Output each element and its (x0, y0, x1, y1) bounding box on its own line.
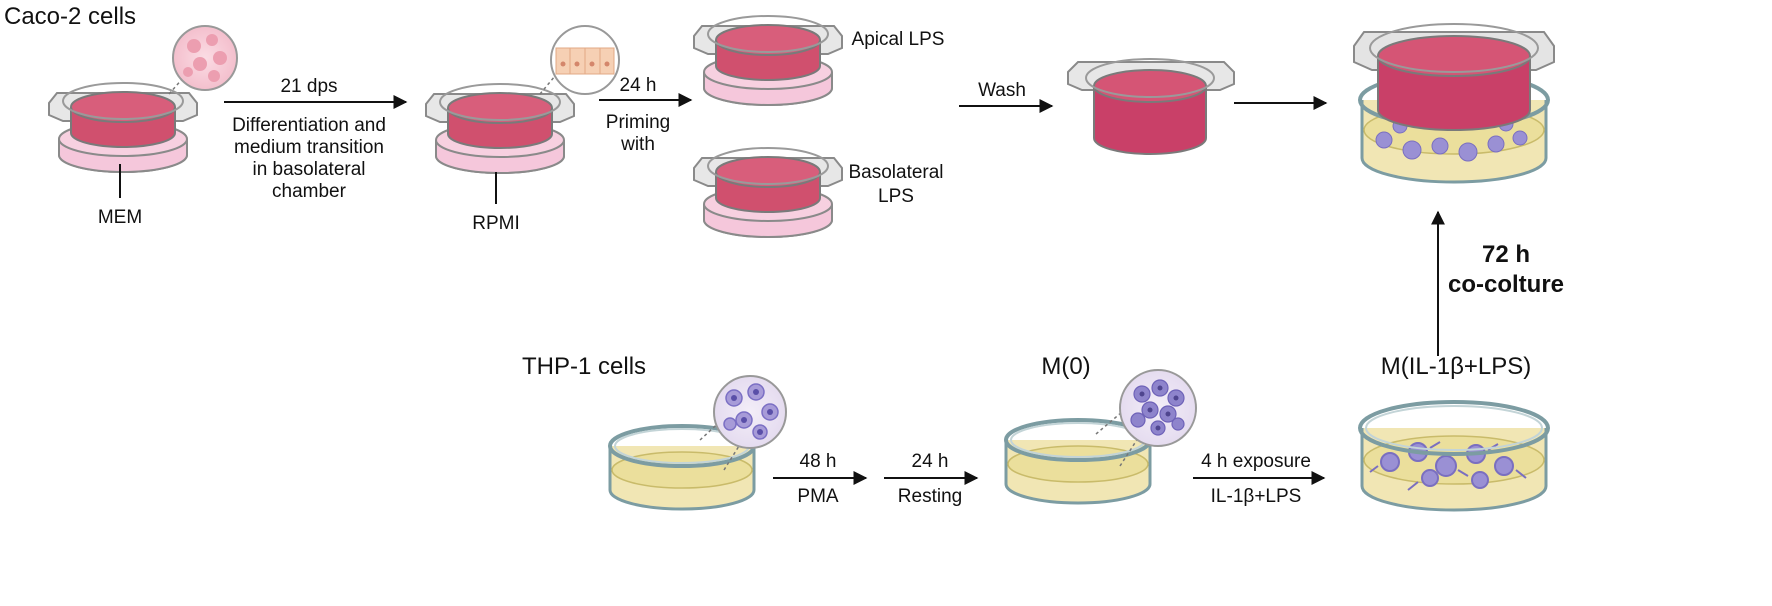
transwell-insert-washed (1067, 58, 1235, 155)
step1-desc-3: in basolateral (252, 159, 365, 180)
m0-label: M(0) (1041, 353, 1090, 380)
petri-dish-m1 (1358, 400, 1550, 512)
step2-desc-1: Priming (606, 112, 670, 133)
step1-desc-2: medium transition (234, 137, 384, 158)
thp1-title: THP-1 cells (522, 353, 646, 380)
coculture-system (1353, 23, 1555, 184)
exposure-time: 4 h exposure (1201, 451, 1311, 472)
pma-time: 48 h (800, 451, 837, 472)
basolateral-label-1: Basolateral (848, 162, 943, 183)
caco2-title: Caco-2 cells (4, 3, 136, 30)
transwell-insert-apical (693, 15, 843, 106)
exposure-agent: IL-1β+LPS (1211, 486, 1302, 507)
rest-agent: Resting (898, 486, 962, 507)
petri-dish-m0 (1004, 369, 1197, 505)
step1-desc-1: Differentiation and (232, 115, 386, 136)
basolateral-label-2: LPS (878, 186, 914, 207)
step1-desc-4: chamber (272, 181, 347, 202)
step2-desc-2: with (620, 134, 655, 155)
wash-label: Wash (978, 80, 1026, 101)
medium-mem-label: MEM (98, 207, 142, 228)
transwell-insert-basolateral (693, 147, 843, 238)
caco2-magnified-cells (172, 25, 238, 91)
step1-time: 21 dps (280, 76, 337, 97)
m1-label: M(IL-1β+LPS) (1381, 353, 1532, 380)
transwell-insert-mem (48, 25, 238, 173)
transwell-insert-rpmi (425, 25, 620, 174)
apical-lps-label: Apical LPS (852, 29, 945, 50)
coculture-time: 72 h (1482, 241, 1530, 268)
step2-time: 24 h (620, 75, 657, 96)
pma-agent: PMA (797, 486, 839, 507)
coculture-label: co-colture (1448, 271, 1564, 298)
rest-time: 24 h (912, 451, 949, 472)
medium-rpmi-label: RPMI (472, 213, 520, 234)
petri-dish-thp1 (608, 375, 787, 511)
